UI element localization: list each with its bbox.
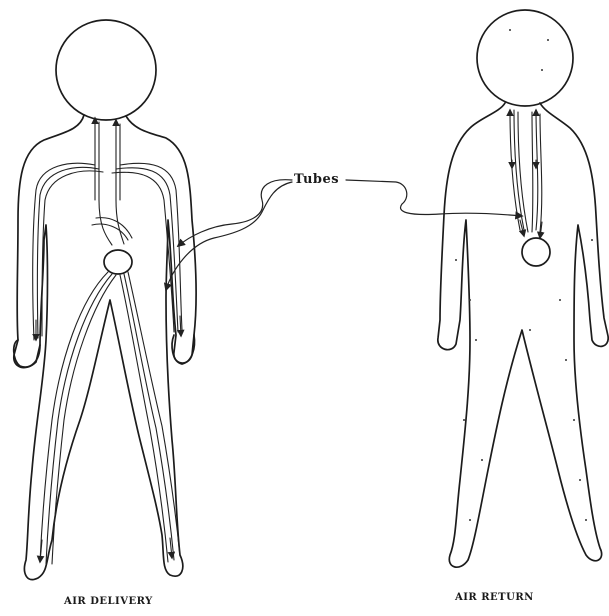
arrow-wrist-right [180,316,181,336]
leader-to-left-leg [166,182,292,290]
air-delivery-figure [14,20,196,580]
tube-arm-left-3 [42,171,103,336]
air-return-figure [438,10,608,567]
air-manifold-right [522,238,550,266]
return-tube-3 [518,112,528,232]
air-delivery-caption: AIR DELIVERY [64,596,153,607]
air-return-caption: AIR RETURN [455,592,534,603]
return-tube-2 [514,110,524,230]
return-tube-6 [540,114,542,232]
tubes-label: Tubes [294,172,339,187]
suit-body-outline-right [438,103,608,567]
tube-leg-right-3 [128,272,180,556]
return-tube-4 [536,110,538,230]
air-manifold-left [104,250,132,274]
leader-to-left-arm [178,180,292,246]
suit-texture-specks [455,29,593,521]
tube-arm-right-3 [112,172,174,332]
helmet-left [56,20,156,120]
tube-torso-3 [92,224,128,240]
tube-torso-1 [99,200,112,245]
tube-leg-left-1 [40,272,108,562]
helmet-right [477,10,573,106]
tube-leg-right-1 [120,275,168,562]
leader-to-return-tubes [346,180,522,216]
return-tube-5 [532,112,533,232]
